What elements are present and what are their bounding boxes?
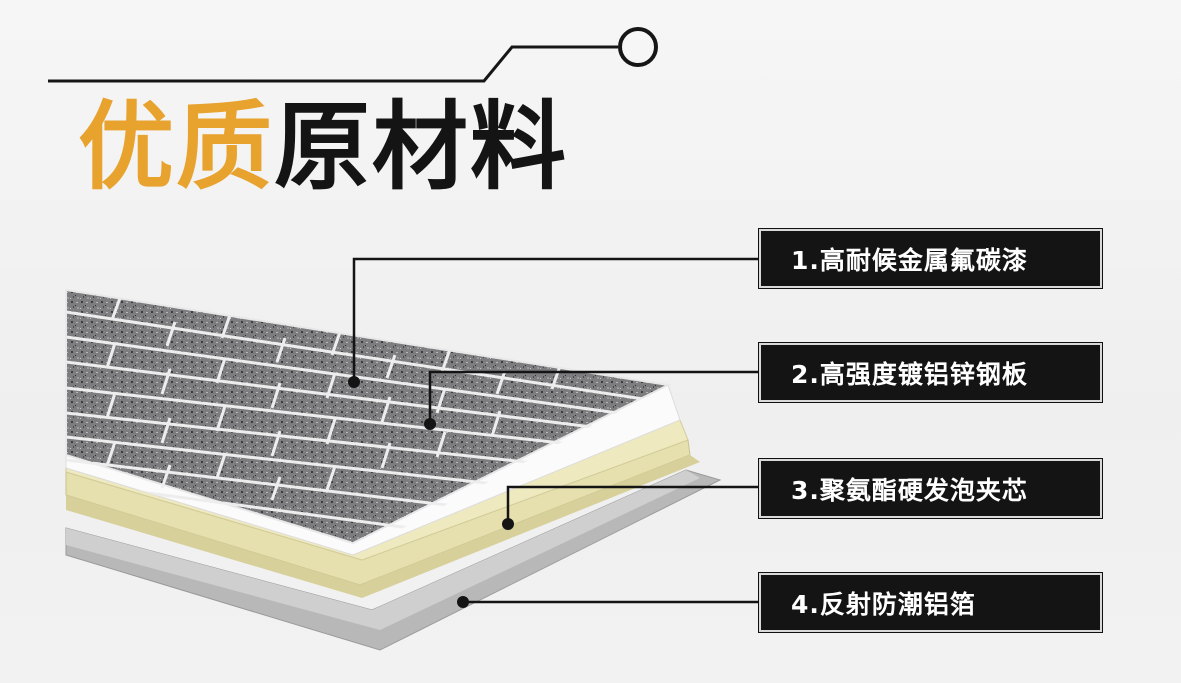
layer-label-3: 3.聚氨酯硬发泡夹芯 xyxy=(759,459,1102,518)
layer-label-4: 4.反射防潮铝箔 xyxy=(759,573,1102,632)
leader-dot-4 xyxy=(457,596,469,608)
leader-dot-2 xyxy=(424,418,436,430)
layer-label-2: 2.高强度镀铝锌钢板 xyxy=(759,343,1102,402)
title-accent: 优质 xyxy=(78,91,274,203)
header-line-end-circle xyxy=(618,27,658,67)
title-main: 原材料 xyxy=(274,91,568,203)
leader-dot-3 xyxy=(502,518,514,530)
layer-label-1: 1.高耐候金属氟碳漆 xyxy=(759,229,1102,288)
brick-grout-lines xyxy=(66,297,651,530)
leader-dot-1 xyxy=(348,376,360,388)
leader-line-1 xyxy=(352,257,759,380)
leader-line-2 xyxy=(428,370,759,423)
page-title: 优质原材料 xyxy=(78,92,568,202)
coated-surface-layer xyxy=(65,288,672,545)
leader-line-3 xyxy=(506,485,759,523)
